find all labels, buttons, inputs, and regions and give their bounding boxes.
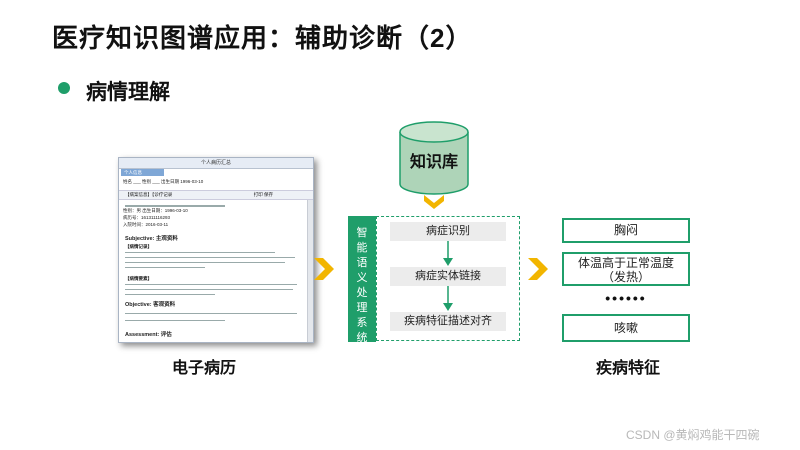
step-entity-linking: 病症实体链接	[390, 267, 506, 286]
emr-info-line: 病历号：161311116293	[123, 215, 171, 220]
nlp-process-box	[376, 216, 520, 341]
emr-text-line	[125, 252, 275, 253]
bullet-heading: 病情理解	[86, 81, 170, 104]
emr-text-line	[125, 320, 225, 321]
emr-text-line	[125, 289, 293, 290]
emr-section-heading: Assessment: 评估	[125, 332, 172, 338]
emr-section-heading: 【病情要素】	[125, 276, 152, 281]
chevron-right-icon	[528, 258, 548, 280]
emr-info-line: 入院时间：2016-03-11	[123, 222, 169, 227]
emr-screenshot: 个人病历汇总 个人信息 姓名 ___ 性别 ___ 出生日期 1996-03-1…	[118, 157, 314, 343]
emr-toolbar: 【病案信息】【诊疗记录 打印 保存	[119, 190, 313, 200]
arrow-down-icon	[443, 241, 453, 266]
emr-divider	[125, 205, 225, 207]
emr-toolbar-right: 打印 保存	[253, 192, 273, 197]
emr-section-heading: Objective: 客观资料	[125, 302, 176, 308]
emr-scrollbar	[307, 200, 313, 342]
nlp-system-label-bar: 智能语义处理系统	[348, 216, 376, 344]
emr-info-line: 性别：男 出生日期：1996-03-10	[123, 208, 188, 213]
emr-window-title: 个人病历汇总	[119, 158, 313, 169]
emr-text-line	[125, 257, 295, 258]
features-caption: 疾病特征	[596, 360, 661, 377]
emr-toolbar-left: 【病案信息】【诊疗记录	[125, 192, 173, 197]
watermark: CSDN @黄焖鸡能干四碗	[626, 428, 760, 442]
emr-tab: 个人信息	[121, 169, 164, 176]
emr-text-line	[125, 284, 297, 285]
emr-caption: 电子病历	[172, 360, 237, 377]
step-feature-alignment: 疾病特征描述对齐	[390, 312, 506, 331]
chevron-down-icon	[424, 195, 444, 209]
bullet-dot	[58, 82, 70, 94]
feature-fever: 体温高于正常温度 （发热）	[562, 252, 690, 286]
knowledge-base-label: 知识库	[409, 154, 458, 171]
emr-text-line	[125, 313, 297, 314]
emr-text-line	[125, 267, 205, 268]
arrow-down-icon	[443, 286, 453, 311]
database-icon	[399, 121, 469, 195]
emr-text-line	[125, 262, 285, 263]
emr-section-heading: Subjective: 主观资料	[125, 236, 178, 242]
emr-form-row: 姓名 ___ 性别 ___ 出生日期 1996-03-10	[123, 179, 204, 184]
emr-section-heading: 【病情记录】	[125, 244, 152, 249]
emr-text-line	[125, 294, 215, 295]
step-symptom-recognition: 病症识别	[390, 222, 506, 241]
feature-ellipsis: ••••••	[605, 290, 647, 306]
page-title: 医疗知识图谱应用：辅助诊断（2）	[52, 23, 473, 53]
nlp-system-label: 智能语义处理系统	[356, 227, 368, 344]
chevron-right-icon	[314, 258, 334, 280]
feature-cough: 咳嗽	[562, 314, 690, 342]
feature-chest-tightness: 胸闷	[562, 218, 690, 243]
